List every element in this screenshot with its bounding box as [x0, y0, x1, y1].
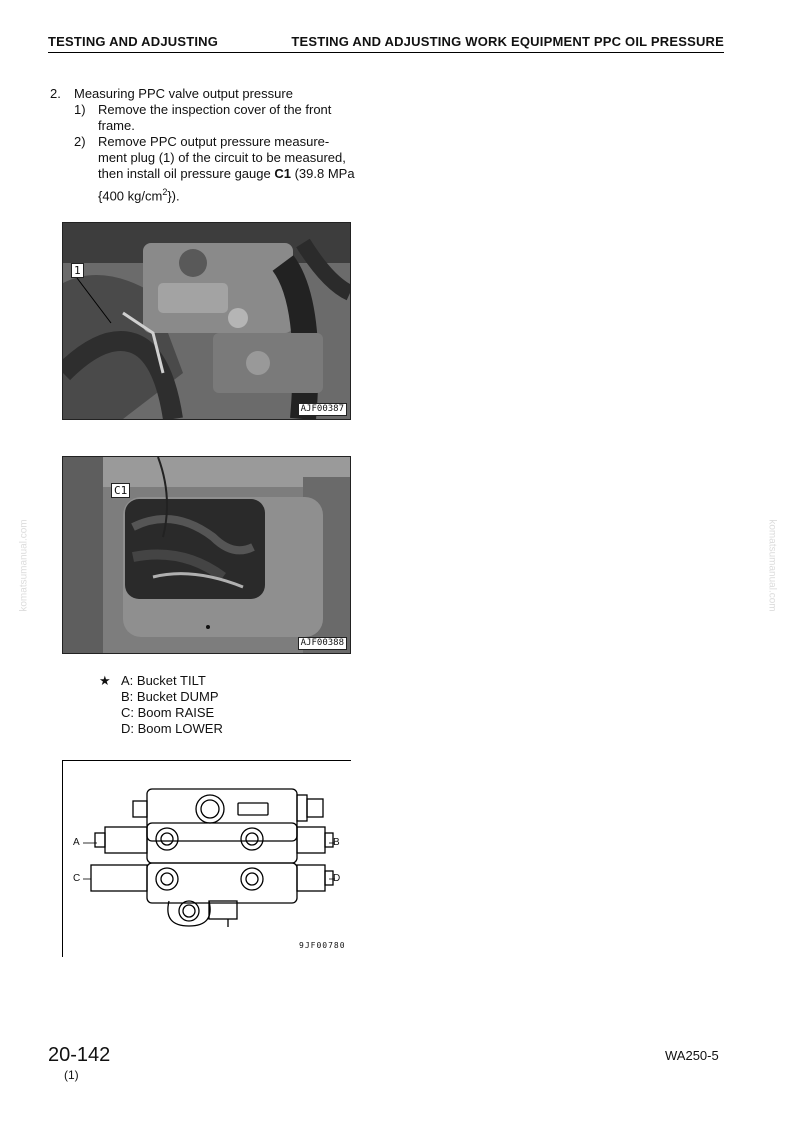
substep-2-line-3-text: then install oil pressure gauge: [98, 166, 275, 181]
watermark-left: komatsumanual.com: [18, 519, 30, 612]
note-c: C: Boom RAISE: [121, 705, 215, 720]
substep-2-line-4: {400 kg/cm2}).: [98, 184, 180, 205]
ppc-valve-diagram: A B C D 9JF00780: [62, 760, 351, 957]
footer-model: WA250-5: [665, 1048, 719, 1063]
photo-ppc-valve: 1 AJF00387: [62, 222, 351, 420]
photo-ppc-valve-image: [63, 223, 350, 419]
pressure-unit-post: }).: [167, 188, 180, 204]
photo2-callout: C1: [111, 483, 131, 498]
substep-2-line-1: Remove PPC output pressure measure-: [98, 134, 330, 149]
diagram-label-a: A: [73, 837, 80, 848]
footer-page-number: 20-142: [48, 1044, 111, 1066]
star-icon: ★: [99, 673, 111, 688]
gauge-id: C1: [274, 166, 291, 181]
pressure-unit-sup: 2: [162, 187, 168, 197]
diagram-label-b: B: [333, 837, 340, 848]
header-page-title: TESTING AND ADJUSTING WORK EQUIPMENT PPC…: [291, 34, 724, 49]
photo2-code: AJF00388: [297, 637, 347, 650]
substep-1-number: 1): [74, 102, 86, 117]
photo1-callout: 1: [71, 263, 84, 278]
note-d: D: Boom LOWER: [121, 721, 223, 736]
substep-2-number: 2): [74, 134, 86, 149]
substep-2-line-3: then install oil pressure gauge C1 (39.8…: [98, 166, 355, 183]
diagram-label-d: D: [333, 873, 341, 884]
gauge-spec: (39.8 MPa: [290, 166, 355, 181]
photo1-code: AJF00387: [297, 403, 347, 416]
step-number: 2.: [50, 86, 61, 101]
note-a: A: Bucket TILT: [121, 673, 206, 688]
substep-1-line-1: Remove the inspection cover of the front: [98, 102, 332, 117]
note-b: B: Bucket DUMP: [121, 689, 219, 704]
pressure-unit-pre: {400 kg/cm: [98, 188, 163, 204]
header-rule: [48, 52, 724, 53]
header-section-title: TESTING AND ADJUSTING: [48, 34, 219, 49]
photo-gauge-install: C1 AJF00388: [62, 456, 351, 654]
diagram-code: 9JF00780: [299, 941, 346, 950]
step-title: Measuring PPC valve output pressure: [74, 86, 293, 101]
substep-2-line-2: ment plug (1) of the circuit to be measu…: [98, 150, 346, 165]
ppc-valve-drawing: [83, 788, 335, 927]
diagram-label-c: C: [73, 873, 81, 884]
photo-gauge-install-image: [63, 457, 350, 653]
footer-revision: (1): [64, 1068, 79, 1082]
watermark-right: komatsumanual.com: [766, 519, 778, 612]
substep-1-line-2: frame.: [98, 118, 135, 133]
